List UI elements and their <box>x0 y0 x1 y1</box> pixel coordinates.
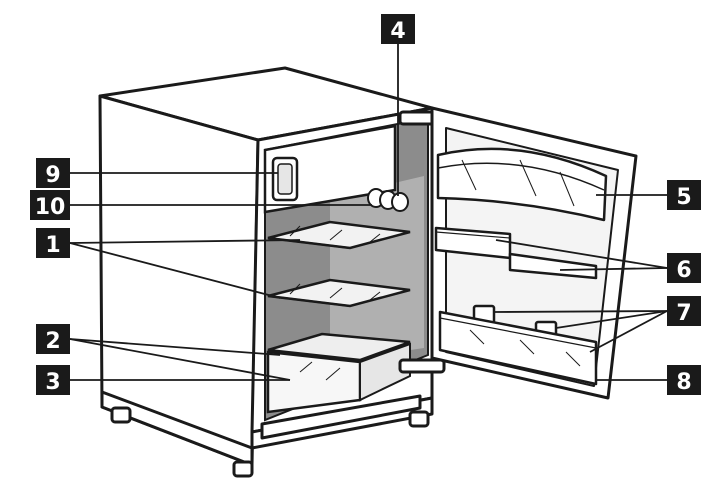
leader-7b <box>555 310 668 329</box>
door-compartment-lidded <box>436 147 608 222</box>
leader-6b <box>559 267 668 271</box>
leader-1a <box>69 239 301 244</box>
callout-label: 8 <box>676 370 691 395</box>
callout-4: 4 <box>381 14 415 44</box>
glass-shelf-upper <box>267 220 411 250</box>
vegetable-crisper-drawer-right <box>359 342 411 402</box>
callout-label: 7 <box>676 301 691 326</box>
callout-6: 6 <box>667 253 701 283</box>
callout-label: 10 <box>35 195 66 220</box>
callout-3: 3 <box>36 365 70 395</box>
leader-3b <box>69 338 291 381</box>
freezer-handle-recess <box>277 163 293 195</box>
callout-box <box>36 158 70 188</box>
callout-box <box>667 180 701 210</box>
plinth-grille <box>260 394 422 440</box>
interior-back-wall <box>330 176 424 362</box>
callout-label: 3 <box>45 370 60 395</box>
fridge-door <box>430 106 638 400</box>
leader-1b <box>69 242 281 299</box>
callout-box <box>36 365 70 395</box>
callout-5: 5 <box>667 180 701 210</box>
foot-front-right <box>408 410 430 428</box>
foot-front-left <box>232 460 254 478</box>
crisper-cover-glass <box>267 332 411 362</box>
callout-label: 5 <box>676 185 691 210</box>
door-hinge-bottom <box>398 358 446 374</box>
callout-2: 2 <box>36 324 70 354</box>
leader-lines <box>69 44 668 381</box>
callout-box <box>667 296 701 326</box>
leader-2 <box>69 338 281 356</box>
callout-label: 9 <box>45 163 60 188</box>
vegetable-crisper-drawer <box>266 350 362 414</box>
callout-1: 1 <box>36 228 70 258</box>
door-bottle-shelf <box>438 310 598 386</box>
callout-10: 10 <box>30 190 70 220</box>
callout-box <box>667 253 701 283</box>
callout-label: 1 <box>45 233 60 258</box>
thermostat-knob-3 <box>391 192 409 212</box>
leader-7a <box>493 310 668 313</box>
callout-box <box>36 228 70 258</box>
callout-label: 2 <box>45 329 60 354</box>
glass-shelf-lower <box>267 278 411 308</box>
door-shelf-upper <box>434 226 512 260</box>
door-shelf-upper-right <box>508 252 598 280</box>
leader-6a <box>495 239 668 269</box>
thermostat-light-unit <box>367 188 409 212</box>
foot-back-left <box>110 406 132 424</box>
callout-box <box>36 324 70 354</box>
callout-box <box>381 14 415 44</box>
callout-label: 4 <box>390 19 405 44</box>
leader-7c <box>589 310 668 353</box>
callout-box <box>667 365 701 395</box>
callout-box <box>30 190 70 220</box>
fridge-base <box>100 110 446 478</box>
callout-8: 8 <box>667 365 701 395</box>
callout-label: 6 <box>676 258 691 283</box>
base-left <box>100 390 254 467</box>
fridge-interior <box>263 116 429 422</box>
callout-7: 7 <box>667 296 701 326</box>
callout-9: 9 <box>36 158 70 188</box>
